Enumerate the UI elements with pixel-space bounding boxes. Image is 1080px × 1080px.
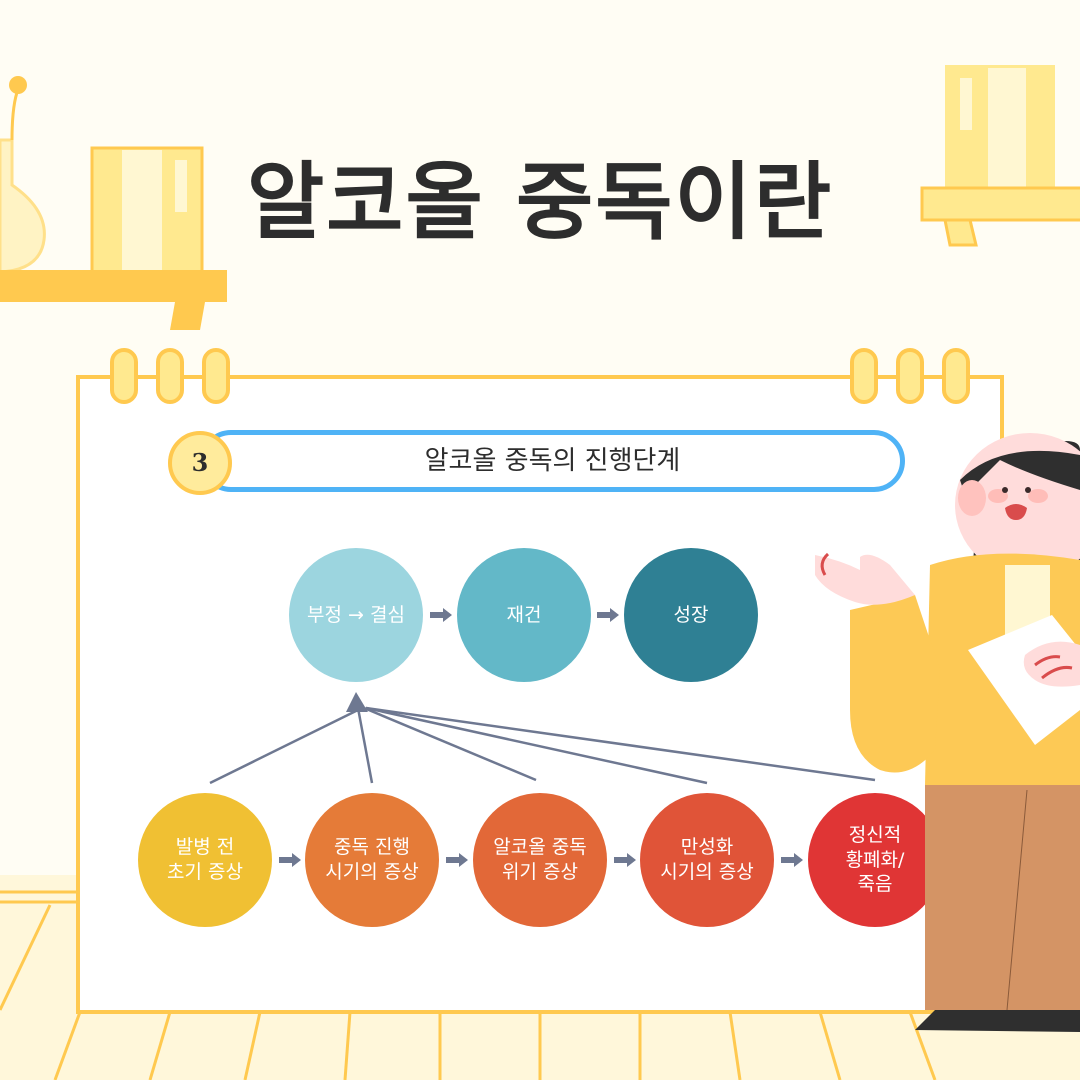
arrow-right-icon bbox=[614, 853, 636, 867]
section-number-badge: 3 bbox=[168, 431, 232, 495]
arrow-right-icon bbox=[430, 608, 452, 622]
addiction-stage-circle: 알코올 중독 위기 증상 bbox=[473, 793, 607, 927]
addiction-stage-circle: 중독 진행 시기의 증상 bbox=[305, 793, 439, 927]
connector-arrowhead bbox=[346, 692, 368, 712]
addiction-stage-circle: 만성화 시기의 증상 bbox=[640, 793, 774, 927]
connector-lines bbox=[209, 706, 876, 785]
left-shelf bbox=[0, 76, 227, 330]
right-shelf bbox=[920, 65, 1080, 247]
section-heading: 알코올 중독의 진행단계 bbox=[424, 446, 681, 476]
addiction-stage-circle: 정신적 황폐화/ 죽음 bbox=[808, 793, 942, 927]
floor bbox=[0, 875, 1080, 1080]
recovery-stage-circle: 재건 bbox=[457, 548, 591, 682]
arrow-right-icon bbox=[597, 608, 619, 622]
recovery-stage-circle: 부정 → 결심 bbox=[289, 548, 423, 682]
presenter-illustration bbox=[815, 433, 1080, 1032]
recovery-stage-circle: 성장 bbox=[624, 548, 758, 682]
arrow-right-icon bbox=[446, 853, 468, 867]
page-title: 알코올 중독이란 bbox=[246, 153, 834, 251]
arrow-right-icon bbox=[781, 853, 803, 867]
addiction-stage-circle: 발병 전 초기 증상 bbox=[138, 793, 272, 927]
arrow-right-icon bbox=[279, 853, 301, 867]
section-heading-pill bbox=[200, 430, 905, 492]
